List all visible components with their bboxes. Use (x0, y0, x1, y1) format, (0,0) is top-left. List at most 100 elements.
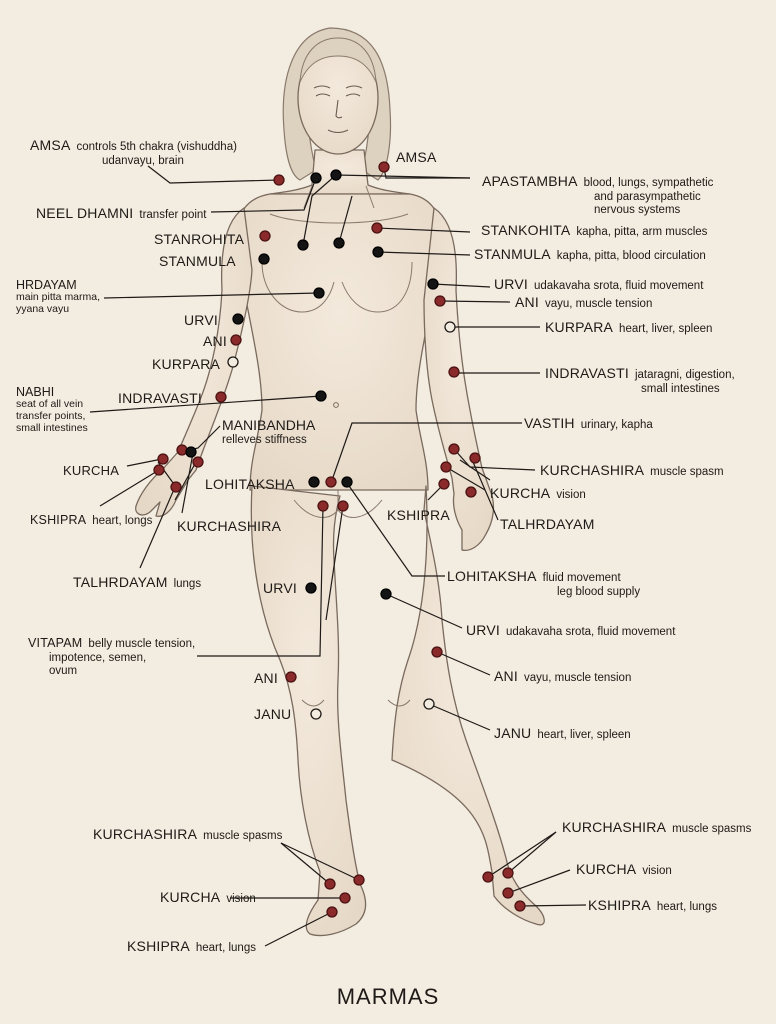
label-name: KURCHASHIRA (177, 518, 282, 534)
point-vitapam-right (337, 500, 349, 512)
point-kurcha-hand-left (157, 453, 169, 465)
label-name: INDRAVASTI (118, 390, 202, 406)
point-kurpara-left (227, 356, 239, 368)
label-name: KURPARA (545, 319, 614, 335)
point-lohitaksha-inner-left (325, 476, 337, 488)
label-desc: fluid movement (542, 572, 621, 584)
label-desc: yyana vayu (16, 302, 70, 315)
label-kurcha-hand-left: KURCHA (63, 462, 119, 480)
point-neel-dhamni-right (330, 169, 342, 181)
label-stanrohita: STANROHITA (154, 231, 244, 249)
point-kurchashira-foot-right-1 (482, 871, 494, 883)
label-name: KURCHASHIRA (562, 819, 667, 835)
label-urvi-leg-right: URVI udakavaha srota, fluid movement (466, 622, 675, 640)
label-desc: muscle spasms (672, 823, 752, 835)
label-desc: udakavaha srota, fluid movement (506, 626, 676, 638)
label-desc: vayu, muscle tension (523, 672, 632, 684)
label-desc: jataragni, digestion, (634, 369, 735, 381)
label-kurpara-right: KURPARA heart, liver, spleen (545, 319, 712, 337)
label-name: TALHRDAYAM (500, 516, 595, 532)
label-desc: relleves stiffness (222, 433, 307, 446)
label-urvi-leg-left: URVI (263, 580, 297, 598)
point-manibandha-left-2 (185, 446, 197, 458)
label-name: TALHRDAYAM (73, 574, 168, 590)
label-desc: heart, longs (92, 515, 153, 527)
point-kurpara-right (444, 321, 456, 333)
label-name: AMSA (396, 149, 437, 165)
point-urvi-arm-right (427, 278, 439, 290)
label-desc: vayu, muscle tension (544, 298, 653, 310)
point-urvi-leg-left (305, 582, 317, 594)
point-kurcha-foot-right (502, 887, 514, 899)
label-name: JANU (494, 725, 532, 741)
label-name: URVI (466, 622, 500, 638)
point-kshipra-foot-left (326, 906, 338, 918)
label-name: MANIBANDHA (222, 417, 316, 433)
point-stankohita (371, 222, 383, 234)
label-name: ANI (254, 670, 278, 686)
hair-top (299, 37, 377, 83)
label-name: KURCHA (160, 889, 221, 905)
point-kurcha-hand-right (469, 452, 481, 464)
point-stanrohita (259, 230, 271, 242)
label-kurchashira-foot-right: KURCHASHIRA muscle spasms (562, 819, 751, 837)
label-name: KSHIPRA (588, 897, 651, 913)
point-stanmula-left (258, 253, 270, 265)
label-desc: heart, liver, spleen (619, 323, 713, 335)
label-name: JANU (254, 706, 292, 722)
label-name: KURPARA (152, 356, 221, 372)
point-kurchashira-foot-left-2 (353, 874, 365, 886)
label-desc: vision (556, 489, 586, 501)
point-kurcha-foot-left (339, 892, 351, 904)
label-name: HRDAYAM (16, 278, 77, 292)
label-desc: vision (642, 865, 672, 877)
label-stanmula-left: STANMULA (159, 253, 236, 271)
label-name: INDRAVASTI (545, 365, 629, 381)
point-kurchashira-foot-right-2 (502, 867, 514, 879)
label-desc: blood, lungs, sympathetic (583, 177, 714, 189)
label-amsa-right: AMSA (396, 149, 436, 167)
label-desc: udanvayu, brain (102, 154, 184, 167)
label-desc: transfer point (139, 209, 207, 221)
label-desc: small intestines (16, 421, 88, 434)
label-name: ANI (203, 333, 227, 349)
label-name: STANMULA (159, 253, 236, 269)
point-apastambha-right (333, 237, 345, 249)
label-name: LOHITAKSHA (447, 568, 537, 584)
arm-left (135, 207, 253, 517)
label-desc: ovum (49, 664, 78, 677)
point-lohitaksha-left (308, 476, 320, 488)
label-desc: udakavaha srota, fluid movement (534, 280, 704, 292)
label-desc: impotence, semen, (49, 651, 147, 664)
point-janu-left (310, 708, 322, 720)
point-amsa-right (378, 161, 390, 173)
point-talhrdayam-hand-left (170, 481, 182, 493)
point-kurchashira-foot-left-1 (324, 878, 336, 890)
point-vitapam-left (317, 500, 329, 512)
label-name: STANROHITA (154, 231, 245, 247)
label-manibandha: MANIBANDHA relleves stiffness (222, 417, 316, 447)
label-desc: seat of all vein (16, 398, 84, 410)
label-desc: transfer points, (16, 409, 86, 422)
point-janu-right (423, 698, 435, 710)
label-name: URVI (494, 276, 528, 292)
label-desc: kapha, pitta, blood circulation (556, 250, 706, 262)
label-kshipra-hand-right: KSHIPRA (387, 507, 450, 525)
label-desc: heart, lungs (656, 901, 717, 913)
point-kshipra-foot-right (514, 900, 526, 912)
label-name: KSHIPRA (387, 507, 450, 523)
point-kurchashira-hand-right (448, 443, 460, 455)
point-ani-arm-right (434, 295, 446, 307)
label-talhrdayam-right: TALHRDAYAM (500, 516, 595, 534)
point-lohitaksha-right (341, 476, 353, 488)
label-janu-left: JANU (254, 706, 291, 724)
